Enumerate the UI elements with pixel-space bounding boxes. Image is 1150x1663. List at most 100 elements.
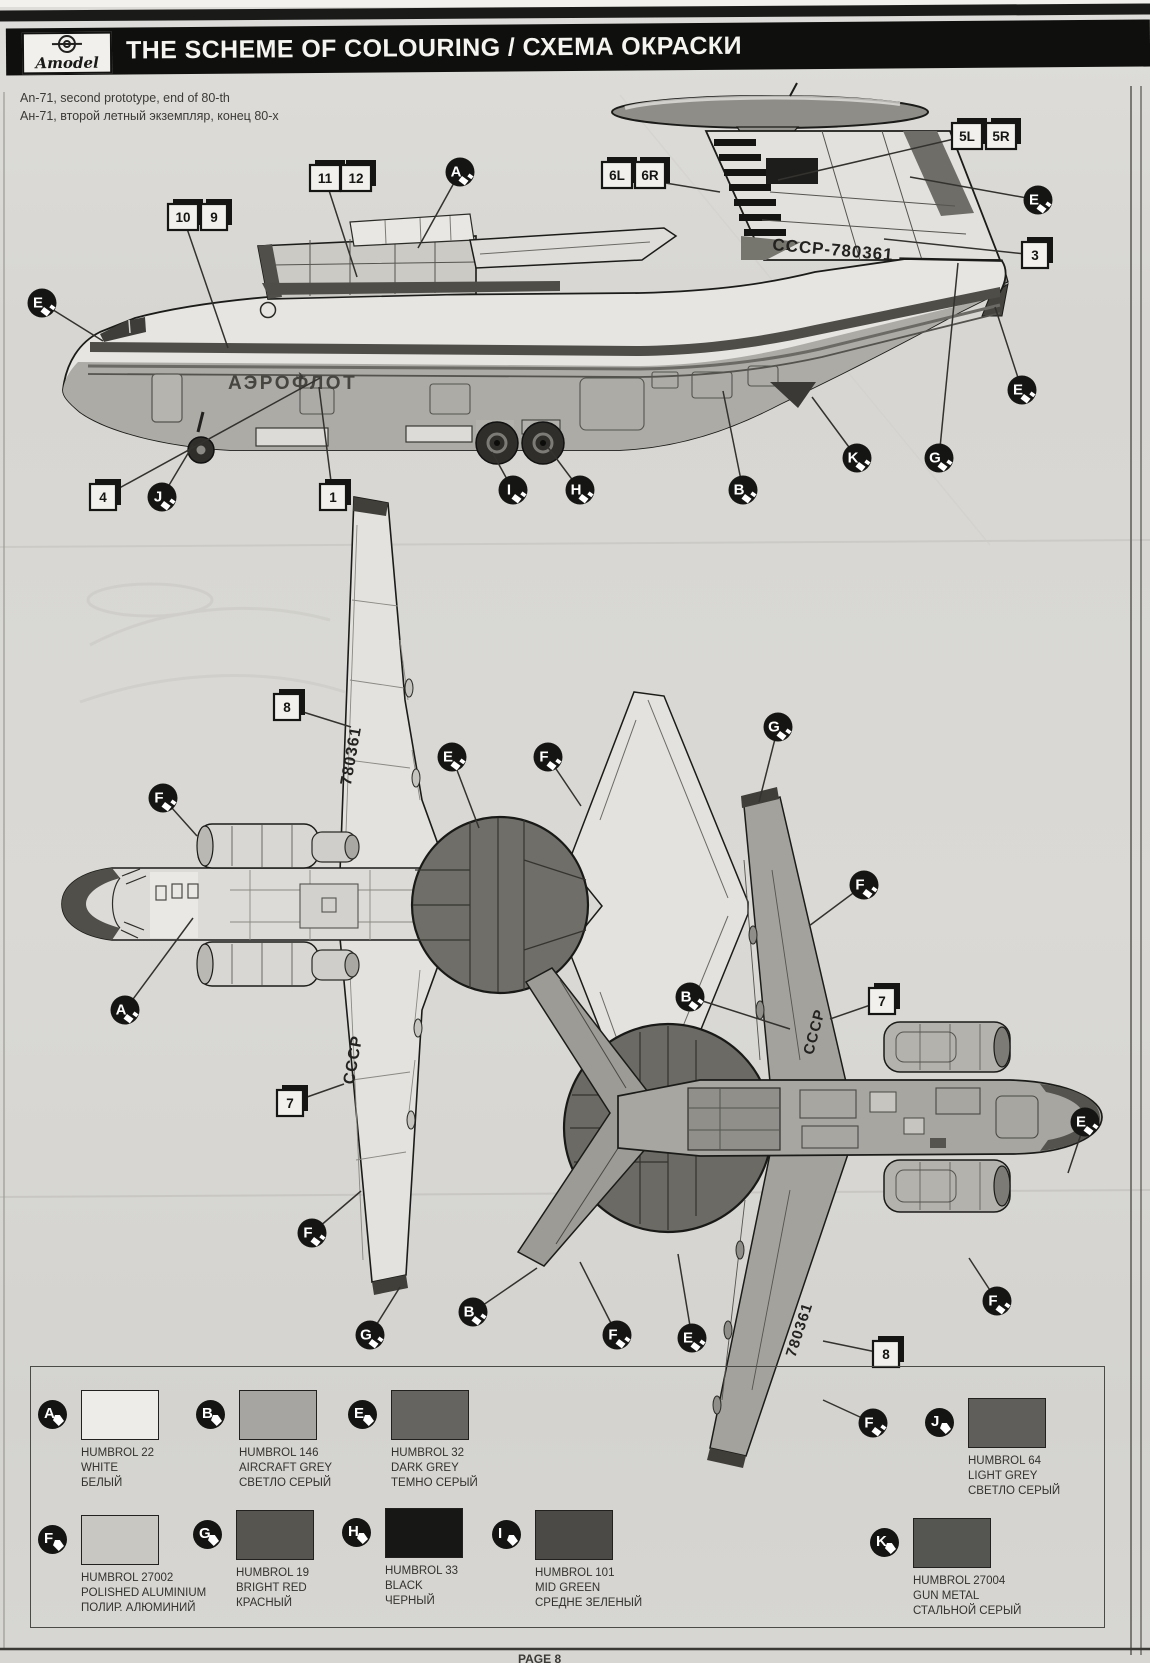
svg-text:F: F	[855, 877, 864, 894]
callout-box-1: 1	[318, 479, 351, 512]
svg-text:F: F	[539, 749, 548, 766]
callout-circle-F: F	[533, 742, 563, 772]
svg-text:7: 7	[878, 994, 886, 1009]
svg-text:E: E	[1076, 1114, 1086, 1131]
callout-circle-H: H	[565, 475, 595, 505]
svg-text:5R: 5R	[992, 129, 1010, 144]
svg-text:I: I	[507, 482, 511, 499]
paint-swatch	[913, 1518, 991, 1568]
amodel-roundel-icon	[57, 34, 77, 54]
callout-circle-I: I	[498, 475, 528, 505]
svg-text:F: F	[864, 1415, 873, 1432]
page-frame	[0, 86, 1150, 1655]
callout-circle-E: E	[27, 288, 57, 318]
callout-circle-F: F	[858, 1408, 888, 1438]
callout-box-11: 11	[308, 160, 345, 193]
callout-circle-K: K	[842, 443, 872, 473]
svg-text:F: F	[154, 790, 163, 807]
svg-text:B: B	[734, 482, 745, 499]
callout-box-5L: 5L	[950, 118, 987, 151]
legend-code-badge: H	[342, 1518, 371, 1547]
legend-code-badge: G	[193, 1520, 222, 1549]
paint-swatch	[81, 1390, 159, 1440]
callout-circle-B: B	[728, 475, 758, 505]
svg-text:A: A	[451, 164, 462, 181]
svg-text:A: A	[116, 1002, 127, 1019]
callout-box-9: 9	[199, 199, 232, 232]
paint-swatch	[81, 1515, 159, 1565]
callout-line	[318, 386, 334, 498]
amodel-logo: Amodel	[21, 31, 113, 75]
page-number: PAGE 8	[518, 1652, 562, 1663]
callout-box-8: 8	[871, 1336, 904, 1369]
scan-margin	[0, 0, 1150, 7]
svg-text:12: 12	[348, 171, 363, 186]
aircraft-silhouette-decal: ✈	[295, 369, 308, 385]
svg-text:8: 8	[283, 700, 291, 715]
svg-text:E: E	[33, 295, 43, 312]
svg-text:G: G	[768, 719, 780, 736]
variant-description: An-71, second prototype, end of 80-th Ан…	[20, 89, 279, 125]
callout-line	[102, 377, 321, 498]
callout-line	[124, 917, 194, 1011]
callout-line	[938, 262, 959, 459]
callout-circle-G: G	[355, 1320, 385, 1350]
paint-swatch	[385, 1508, 463, 1558]
svg-text:8: 8	[882, 1347, 890, 1362]
paint-swatch	[535, 1510, 613, 1560]
bottom-view-drawing: СССР 780361	[516, 787, 1103, 1468]
legend-code-badge: B	[196, 1400, 225, 1429]
callout-circle-B: B	[458, 1297, 488, 1327]
callout-circle-A: A	[445, 157, 475, 187]
svg-text:H: H	[571, 482, 582, 499]
svg-text:E: E	[443, 749, 453, 766]
side-view-drawing: АЭРОФЛОТ ✈ СССР-780361	[62, 82, 1009, 465]
callout-box-10: 10	[166, 199, 203, 232]
svg-text:9: 9	[210, 210, 218, 225]
svg-text:E: E	[1013, 382, 1023, 399]
callout-box-7: 7	[867, 983, 900, 1016]
legend-code-badge: E	[348, 1400, 377, 1429]
legend-code-badge: F	[38, 1525, 67, 1554]
paint-swatch	[236, 1510, 314, 1560]
svg-text:1: 1	[329, 490, 337, 505]
callout-line	[324, 177, 358, 278]
svg-text:F: F	[988, 1293, 997, 1310]
callout-line	[909, 176, 1039, 201]
svg-text:G: G	[360, 1327, 372, 1344]
svg-text:G: G	[929, 450, 941, 467]
callout-circle-F: F	[148, 783, 178, 813]
callout-circle-F: F	[982, 1286, 1012, 1316]
svg-text:F: F	[303, 1225, 312, 1242]
callout-circle-J: J	[147, 482, 177, 512]
svg-text:7: 7	[286, 1096, 294, 1111]
brand-name: Amodel	[35, 53, 99, 73]
callout-box-6R: 6R	[633, 157, 670, 190]
callout-line	[689, 996, 791, 1030]
paint-swatch	[968, 1398, 1046, 1448]
legend-code-badge: K	[870, 1528, 899, 1557]
svg-text:B: B	[681, 989, 692, 1006]
svg-text:E: E	[1029, 192, 1039, 209]
svg-text:11: 11	[318, 171, 333, 186]
callout-circle-A: A	[110, 995, 140, 1025]
callout-circle-G: G	[924, 443, 954, 473]
callout-circle-E: E	[1023, 185, 1053, 215]
svg-text:E: E	[683, 1330, 693, 1347]
